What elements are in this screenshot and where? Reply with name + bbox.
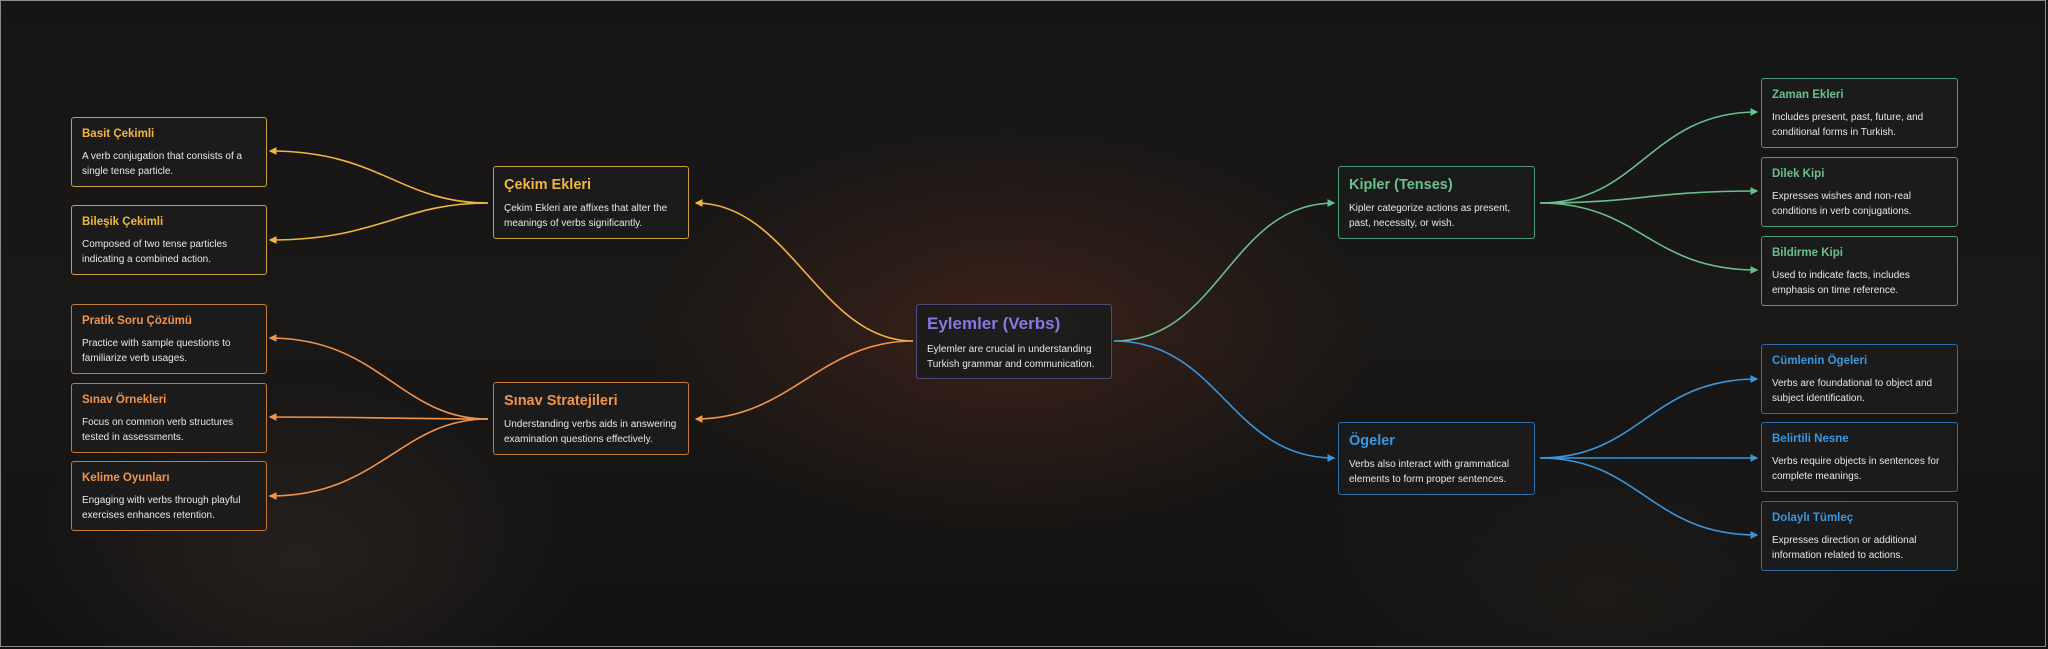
node-description: Verbs are foundational to object and sub… xyxy=(1772,378,1933,404)
link-center-sinav xyxy=(694,340,914,423)
node-title: Bildirme Kipi xyxy=(1772,247,1843,259)
node-title: Cümlenin Ögeleri xyxy=(1772,355,1868,367)
link-ogeler-dolayli xyxy=(1539,457,1759,539)
node-bildirme-kipi[interactable]: Bildirme Kipi Used to indicate facts, in… xyxy=(1761,236,1958,306)
link-center-kipler xyxy=(1113,199,1336,342)
node-bilesik-cekimli[interactable]: Bileşik Çekimli Composed of two tense pa… xyxy=(71,205,267,275)
node-description: Verbs require objects in sentences for c… xyxy=(1772,456,1940,482)
node-title: Sınav Stratejileri xyxy=(504,393,618,409)
node-sinav-ornekleri[interactable]: Sınav Örnekleri Focus on common verb str… xyxy=(71,383,267,453)
node-kelime-oyunlari[interactable]: Kelime Oyunları Engaging with verbs thro… xyxy=(71,461,267,531)
node-title: Dilek Kipi xyxy=(1772,168,1825,180)
node-description: Kipler categorize actions as present, pa… xyxy=(1349,203,1511,229)
link-ogeler-cumlenin xyxy=(1539,375,1759,459)
link-cekim-bilesik xyxy=(268,202,489,244)
node-description: A verb conjugation that consists of a si… xyxy=(82,151,243,177)
node-kipler[interactable]: Kipler (Tenses) Kipler categorize action… xyxy=(1338,166,1535,239)
node-zaman-ekleri[interactable]: Zaman Ekleri Includes present, past, fut… xyxy=(1761,78,1958,148)
node-description: Includes present, past, future, and cond… xyxy=(1772,112,1924,138)
node-title: Basit Çekimli xyxy=(82,128,155,140)
node-description: Practice with sample questions to famili… xyxy=(82,338,231,364)
link-center-cekim xyxy=(694,199,914,342)
link-kipler-zaman xyxy=(1539,108,1759,204)
node-title: Kelime Oyunları xyxy=(82,472,170,484)
node-title: Dolaylı Tümleç xyxy=(1772,512,1854,524)
node-cumlenin-ogeleri[interactable]: Cümlenin Ögeleri Verbs are foundational … xyxy=(1761,344,1958,414)
node-description: Focus on common verb structures tested i… xyxy=(82,417,234,443)
node-basit-cekimli[interactable]: Basit Çekimli A verb conjugation that co… xyxy=(71,117,267,187)
node-title: Sınav Örnekleri xyxy=(82,394,167,406)
node-title: Çekim Ekleri xyxy=(504,177,592,193)
link-kipler-bildirme xyxy=(1539,202,1759,274)
node-ogeler[interactable]: Ögeler Verbs also interact with grammati… xyxy=(1338,422,1535,495)
node-cekim-ekleri[interactable]: Çekim Ekleri Çekim Ekleri are affixes th… xyxy=(493,166,689,239)
node-title: Kipler (Tenses) xyxy=(1349,177,1453,193)
link-center-ogeler xyxy=(1113,340,1336,462)
node-description: Expresses wishes and non-real conditions… xyxy=(1772,191,1912,217)
node-belirtili-nesne[interactable]: Belirtili Nesne Verbs require objects in… xyxy=(1761,422,1958,492)
link-sinav-kelime xyxy=(268,418,489,500)
node-dilek-kipi[interactable]: Dilek Kipi Expresses wishes and non-real… xyxy=(1761,157,1958,227)
node-title: Eylemler (Verbs) xyxy=(927,314,1061,333)
node-title: Ögeler xyxy=(1349,433,1395,449)
node-description: Expresses direction or additional inform… xyxy=(1772,535,1917,561)
node-dolayli-tumlec[interactable]: Dolaylı Tümleç Expresses direction or ad… xyxy=(1761,501,1958,571)
node-pratik-soru[interactable]: Pratik Soru Çözümü Practice with sample … xyxy=(71,304,267,374)
link-sinav-pratik xyxy=(268,334,489,420)
node-description: Verbs also interact with grammatical ele… xyxy=(1349,459,1510,485)
node-description: Understanding verbs aids in answering ex… xyxy=(504,419,677,445)
link-kipler-dilek xyxy=(1539,187,1759,204)
node-description: Çekim Ekleri are affixes that alter the … xyxy=(504,203,668,229)
node-eylemler[interactable]: Eylemler (Verbs) Eylemler are crucial in… xyxy=(916,304,1112,379)
node-sinav-stratejileri[interactable]: Sınav Stratejileri Understanding verbs a… xyxy=(493,382,689,455)
node-description: Engaging with verbs through playful exer… xyxy=(82,495,241,521)
node-title: Pratik Soru Çözümü xyxy=(82,315,192,327)
node-title: Zaman Ekleri xyxy=(1772,89,1844,101)
node-description: Used to indicate facts, includes emphasi… xyxy=(1772,270,1910,296)
node-title: Belirtili Nesne xyxy=(1772,433,1849,445)
link-sinav-ornek xyxy=(268,413,489,422)
node-title: Bileşik Çekimli xyxy=(82,216,164,228)
link-cekim-basit xyxy=(268,147,489,204)
node-description: Eylemler are crucial in understanding Tu… xyxy=(927,344,1095,370)
node-description: Composed of two tense particles indicati… xyxy=(82,239,228,265)
